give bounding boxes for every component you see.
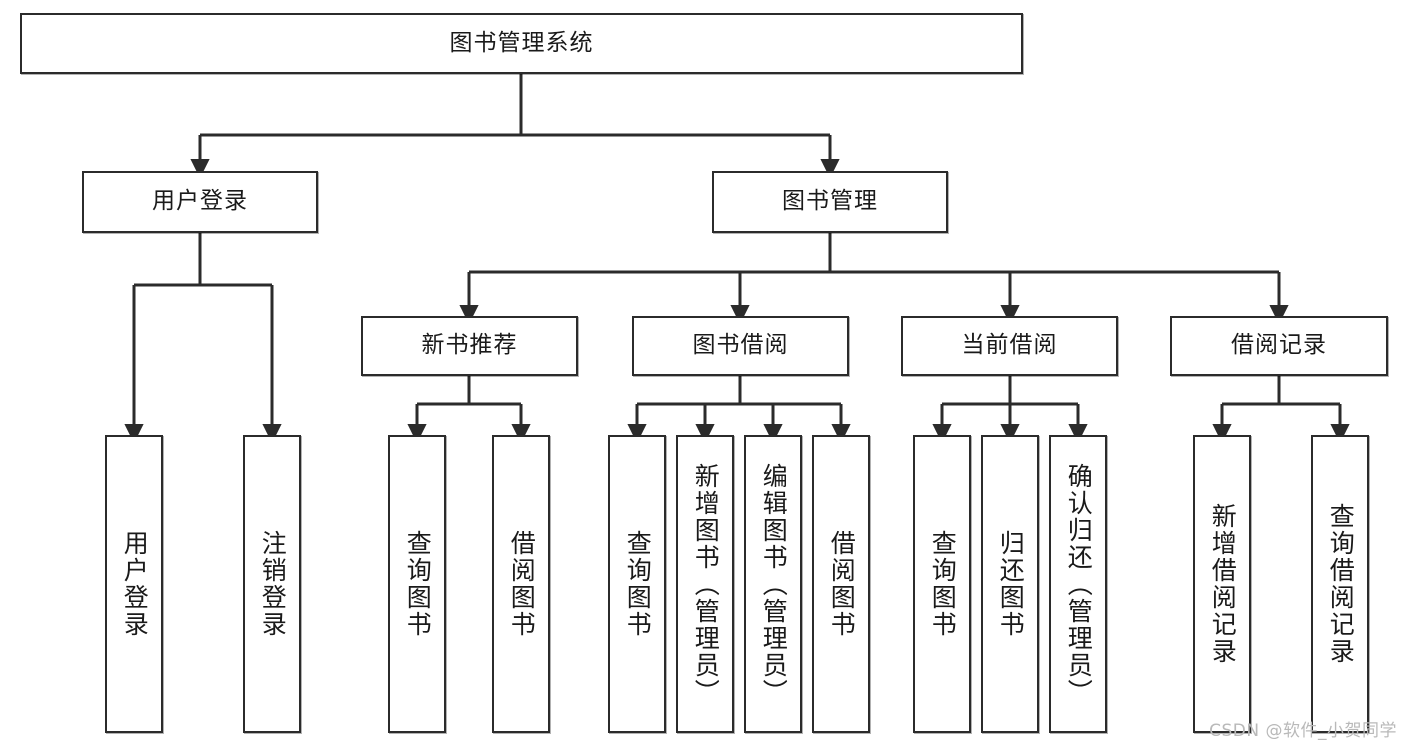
node-label: 用户登录: [120, 530, 150, 638]
node-book-borrow[interactable]: 图书借阅: [632, 316, 849, 376]
node-label: 查询借阅记录: [1326, 503, 1356, 665]
node-leaf-confirm-return-admin[interactable]: 确认归还（管理员）: [1049, 435, 1107, 733]
node-label: 查询图书: [928, 530, 958, 638]
node-book-management[interactable]: 图书管理: [712, 171, 948, 233]
node-leaf-user-login[interactable]: 用户登录: [105, 435, 163, 733]
node-current-borrow[interactable]: 当前借阅: [901, 316, 1118, 376]
node-leaf-edit-book-admin[interactable]: 编辑图书（管理员）: [744, 435, 802, 733]
node-label: 图书管理系统: [449, 29, 594, 56]
node-label: 查询图书: [403, 530, 433, 638]
node-leaf-query-book-recommend[interactable]: 查询图书: [388, 435, 446, 733]
node-leaf-query-book-borrow[interactable]: 查询图书: [608, 435, 666, 733]
node-label: 归还图书: [996, 530, 1026, 638]
node-new-book-recommend[interactable]: 新书推荐: [361, 316, 578, 376]
node-label: 当前借阅: [961, 332, 1058, 359]
node-user-login[interactable]: 用户登录: [82, 171, 318, 233]
node-label: 借阅记录: [1231, 332, 1327, 359]
node-label: 注销登录: [258, 530, 288, 638]
node-leaf-logout[interactable]: 注销登录: [243, 435, 301, 733]
node-label: 借阅图书: [507, 530, 537, 638]
node-label: 新书推荐: [421, 332, 518, 359]
node-label: 新增借阅记录: [1208, 503, 1238, 665]
node-label: 编辑图书（管理员）: [759, 462, 789, 706]
node-leaf-add-borrow-record[interactable]: 新增借阅记录: [1193, 435, 1251, 733]
node-leaf-borrow-book[interactable]: 借阅图书: [812, 435, 870, 733]
node-root-book-management-system[interactable]: 图书管理系统: [20, 13, 1023, 74]
node-borrow-record[interactable]: 借阅记录: [1170, 316, 1388, 376]
node-label: 用户登录: [152, 188, 248, 215]
node-label: 图书借阅: [692, 332, 789, 359]
node-label: 图书管理: [782, 188, 878, 215]
node-label: 确认归还（管理员）: [1064, 462, 1094, 706]
node-leaf-query-borrow-record[interactable]: 查询借阅记录: [1311, 435, 1369, 733]
node-leaf-borrow-book-recommend[interactable]: 借阅图书: [492, 435, 550, 733]
node-label: 新增图书（管理员）: [691, 462, 721, 706]
node-leaf-return-book[interactable]: 归还图书: [981, 435, 1039, 733]
node-label: 借阅图书: [827, 530, 857, 638]
node-label: 查询图书: [623, 530, 653, 638]
node-leaf-add-book-admin[interactable]: 新增图书（管理员）: [676, 435, 734, 733]
watermark-text: CSDN @软件_小贺同学: [1209, 721, 1397, 741]
node-leaf-query-book-current[interactable]: 查询图书: [913, 435, 971, 733]
